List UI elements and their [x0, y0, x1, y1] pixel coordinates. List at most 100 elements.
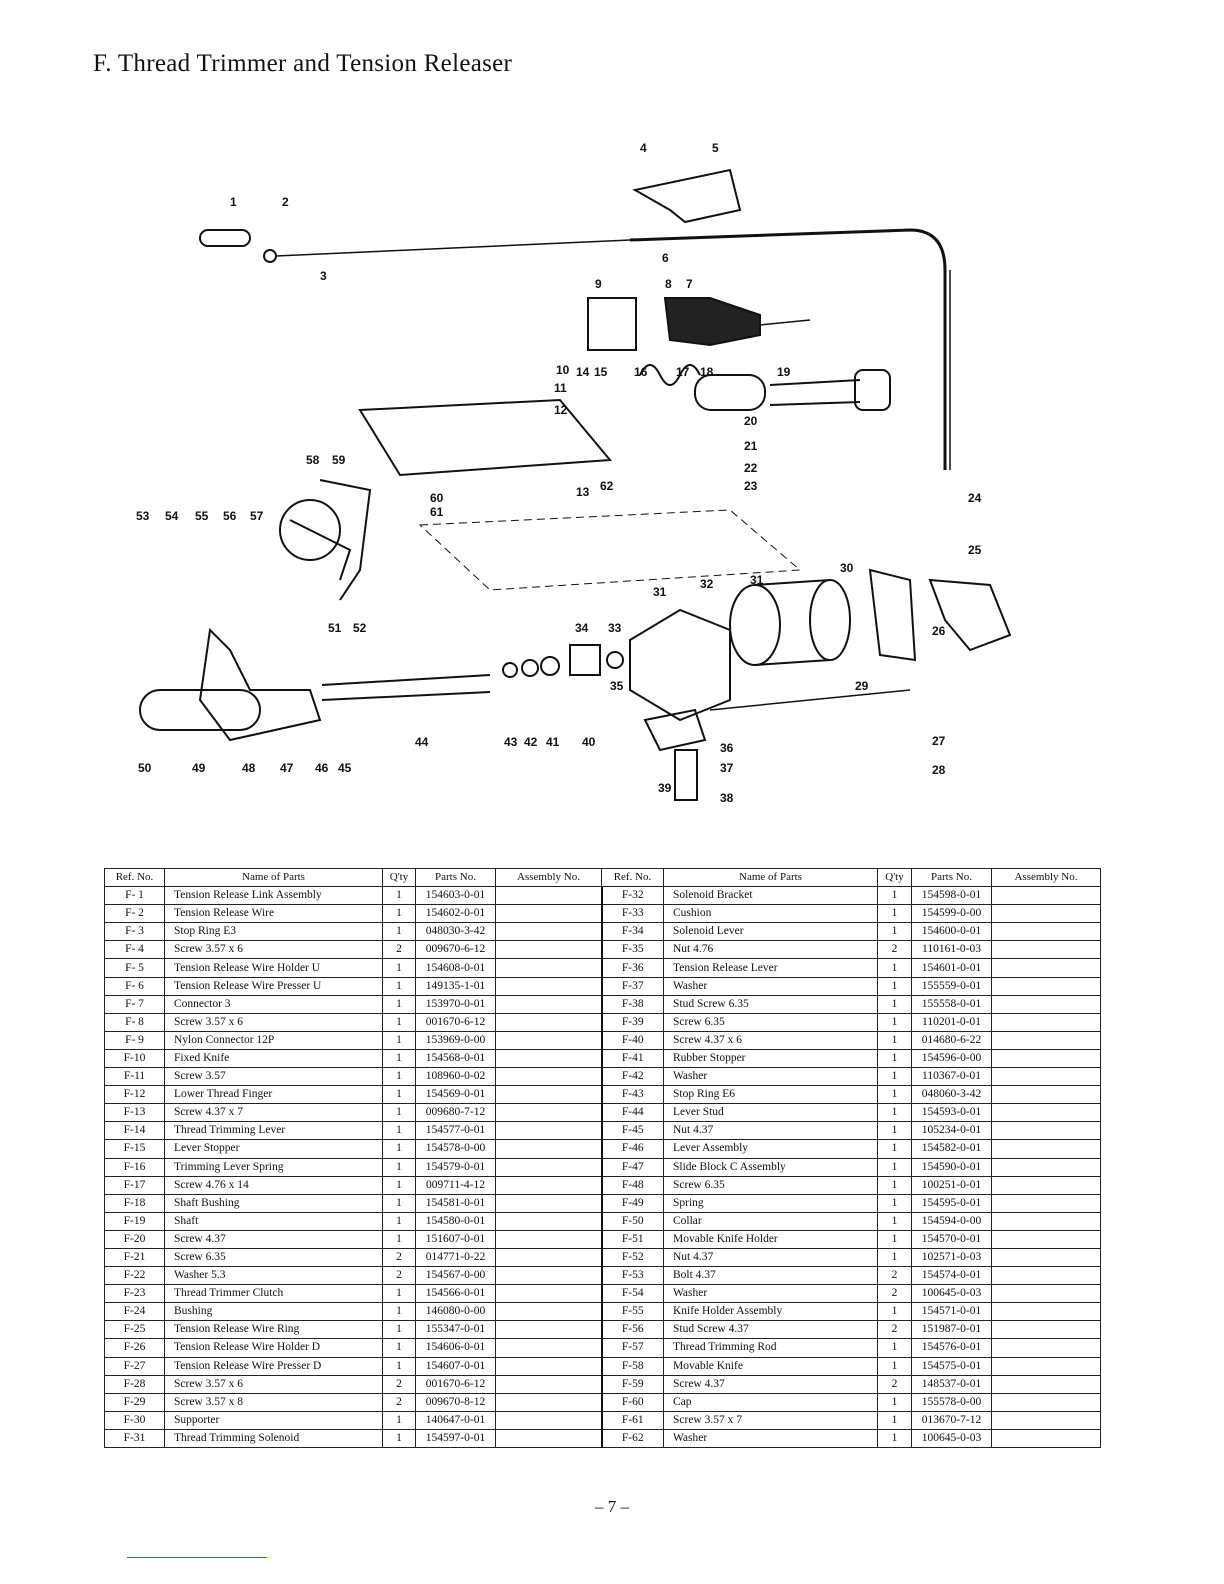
assembly-no-cell [991, 1356, 1101, 1376]
assembly-no-cell [991, 1392, 1101, 1412]
page-title: F. Thread Trimmer and Tension Releaser [93, 50, 513, 77]
callout: 31 [750, 573, 764, 587]
ref-no-cell: F-14 [104, 1121, 165, 1141]
qty-cell: 1 [877, 1121, 912, 1141]
part-number-cell: 108960-0-02 [415, 1067, 496, 1087]
callout: 5 [712, 141, 719, 155]
qty-cell: 2 [877, 1284, 912, 1304]
qty-cell: 1 [877, 1247, 912, 1268]
part-number-cell: 154598-0-01 [911, 886, 992, 906]
part-name-cell: Tension Release Wire Ring [164, 1320, 383, 1340]
qty-cell: 2 [382, 1247, 416, 1268]
assembly-no-cell [991, 1428, 1101, 1449]
callout: 62 [600, 479, 614, 493]
callout: 17 [676, 365, 690, 379]
exploded-parts-diagram: 1 2 3 4 5 6 7 8 9 10 11 12 13 14 15 16 1… [136, 141, 1012, 805]
part-number-cell: 154601-0-01 [911, 958, 992, 978]
tension-release-link [199, 229, 251, 247]
callout: 41 [546, 735, 560, 749]
qty-cell: 1 [877, 886, 912, 906]
qty-cell: 1 [877, 1103, 912, 1123]
ref-no-cell: F-59 [600, 1374, 664, 1394]
callout: 44 [415, 735, 429, 749]
part-name-cell: Screw 6.35 [663, 1175, 878, 1195]
callout: 21 [744, 439, 758, 453]
callout: 18 [700, 365, 714, 379]
qty-cell: 1 [877, 1157, 912, 1177]
trimming-lever-spring [639, 364, 701, 386]
part-name-cell: Screw 4.37 x 6 [663, 1030, 878, 1050]
qty-cell: 1 [382, 1229, 416, 1249]
callout: 24 [968, 491, 982, 505]
assembly-no-cell [991, 1121, 1101, 1141]
qty-cell: 1 [382, 1175, 416, 1195]
qty-cell: 1 [877, 994, 912, 1014]
callout: 38 [720, 791, 734, 805]
part-number-cell: 154569-0-01 [415, 1085, 496, 1105]
part-number-cell: 009670-6-12 [415, 940, 496, 960]
callout: 15 [594, 365, 608, 379]
qty-cell: 1 [382, 1356, 416, 1376]
wire-holder-d [928, 578, 1012, 652]
ref-no-cell: F-60 [600, 1392, 664, 1412]
assembly-no-cell [991, 904, 1101, 924]
assembly-no-cell [495, 1121, 602, 1141]
callout: 9 [595, 277, 602, 291]
qty-cell: 1 [877, 1012, 912, 1032]
part-number-cell: 154596-0-00 [911, 1048, 992, 1069]
callout: 39 [658, 781, 672, 795]
part-number-cell: 048060-3-42 [911, 1085, 992, 1105]
ref-no-cell: F-50 [600, 1211, 664, 1231]
part-number-cell: 154582-0-01 [911, 1139, 992, 1159]
assembly-no-cell [495, 1048, 602, 1069]
part-name-cell: Lower Thread Finger [164, 1085, 383, 1105]
qty-cell: 1 [382, 1284, 416, 1304]
part-number-cell: 155559-0-01 [911, 976, 992, 996]
assembly-no-cell [991, 1320, 1101, 1340]
callout: 23 [744, 479, 758, 493]
assembly-no-cell [991, 1103, 1101, 1123]
part-name-cell: Screw 6.35 [164, 1247, 383, 1268]
callout: 61 [430, 505, 444, 519]
callout: 29 [855, 679, 869, 693]
callout: 45 [338, 761, 352, 775]
assembly-no-cell [991, 1247, 1101, 1268]
ref-no-cell: F-46 [600, 1139, 664, 1159]
part-name-cell: Screw 3.57 x 6 [164, 1374, 383, 1394]
assembly-no-cell [991, 1048, 1101, 1069]
part-number-cell: 140647-0-01 [415, 1410, 496, 1430]
callout: 12 [554, 403, 568, 417]
callout: 52 [353, 621, 367, 635]
assembly-no-cell [495, 1320, 602, 1340]
callout: 34 [575, 621, 589, 635]
part-name-cell: Washer [663, 976, 878, 996]
part-name-cell: Stud Screw 4.37 [663, 1320, 878, 1340]
part-name-cell: Thread Trimming Solenoid [164, 1428, 383, 1449]
part-number-cell: 154600-0-01 [911, 922, 992, 942]
assembly-no-cell [495, 904, 602, 924]
part-name-cell: Washer [663, 1428, 878, 1449]
assembly-no-cell [495, 1410, 602, 1430]
tension-release-lever [643, 708, 707, 752]
ref-no-cell: F-23 [104, 1284, 165, 1304]
header-ref-no: Ref. No. [104, 867, 165, 888]
assembly-no-cell [991, 976, 1101, 996]
ref-no-cell: F- 9 [104, 1030, 165, 1050]
assembly-no-cell [495, 1012, 602, 1032]
assembly-no-cell [991, 1302, 1101, 1322]
qty-cell: 1 [877, 1193, 912, 1213]
table-header-row: Ref. No. Name of Parts Q'ty Parts No. As… [104, 867, 1101, 888]
part-name-cell: Collar [663, 1211, 878, 1231]
qty-cell: 2 [877, 1374, 912, 1394]
ref-no-cell: F-61 [600, 1410, 664, 1430]
qty-cell: 1 [877, 1175, 912, 1195]
part-number-cell: 009680-7-12 [415, 1103, 496, 1123]
